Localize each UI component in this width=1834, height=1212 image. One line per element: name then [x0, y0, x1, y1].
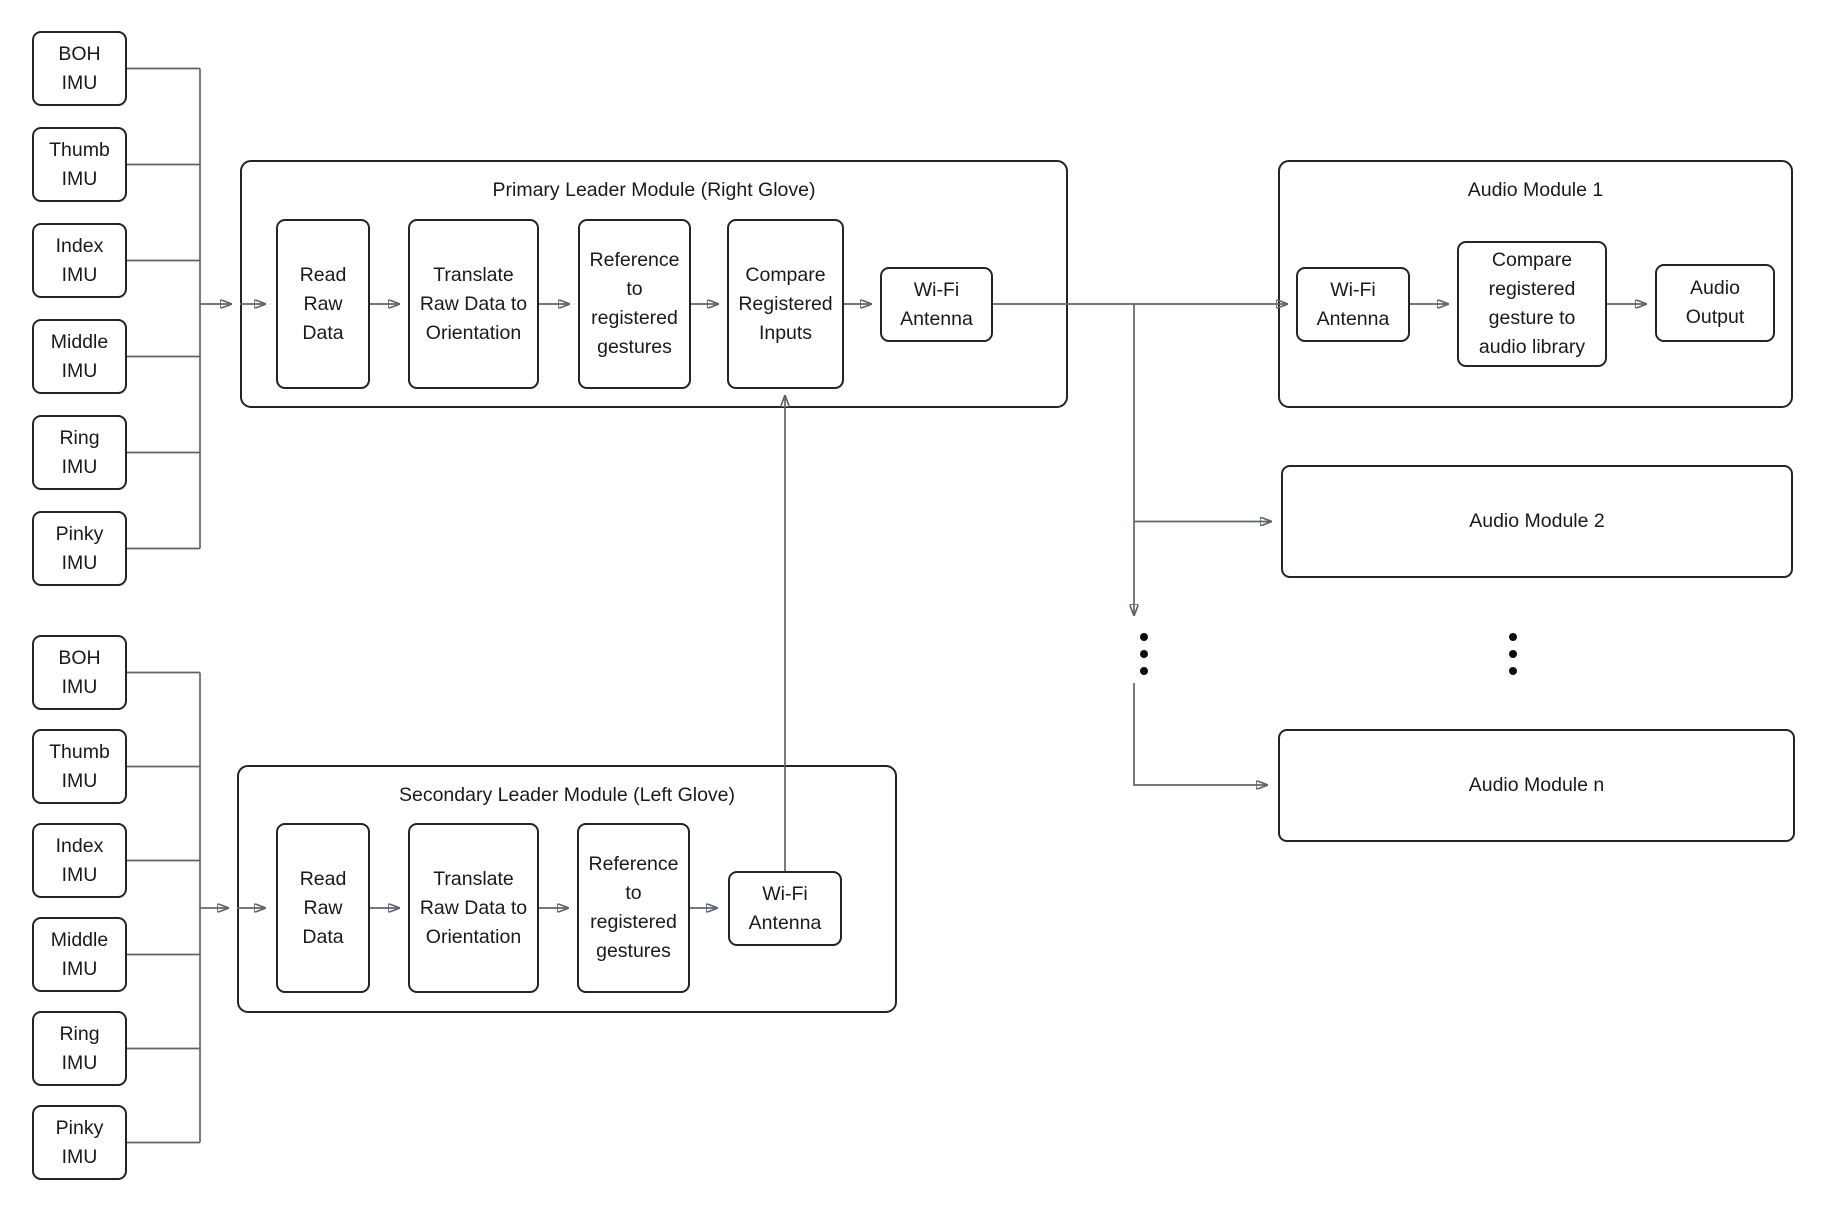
primary-leader-module: Primary Leader Module (Right Glove)	[240, 160, 1068, 408]
node-ring-imu-bottom: Ring IMU	[32, 1011, 127, 1086]
node-compare-gesture-audio: Compare registered gesture to audio libr…	[1457, 241, 1607, 367]
node-index-imu-top: Index IMU	[32, 223, 127, 298]
node-thumb-imu-top: Thumb IMU	[32, 127, 127, 202]
audio-module-1-title: Audio Module 1	[1467, 179, 1604, 201]
audio-module-n: Audio Module n	[1278, 729, 1795, 842]
ellipsis-left-dot	[1140, 650, 1148, 658]
node-pinky-imu-bottom: Pinky IMU	[32, 1105, 127, 1180]
node-boh-imu-top: BOH IMU	[32, 31, 127, 106]
arrow-to-audio-n	[1133, 683, 1266, 785]
node-index-imu-bottom: Index IMU	[32, 823, 127, 898]
secondary-leader-module: Secondary Leader Module (Left Glove)	[237, 765, 897, 1013]
node-wifi-antenna-audio1: Wi-Fi Antenna	[1296, 267, 1410, 342]
node-thumb-imu-bottom: Thumb IMU	[32, 729, 127, 804]
node-audio-output: Audio Output	[1655, 264, 1775, 342]
node-read-raw-data-primary: Read Raw Data	[276, 219, 370, 389]
audio-module-2: Audio Module 2	[1281, 465, 1793, 578]
node-middle-imu-bottom: Middle IMU	[32, 917, 127, 992]
node-wifi-antenna-secondary: Wi-Fi Antenna	[728, 871, 842, 946]
ellipsis-right-dot	[1509, 633, 1517, 641]
node-pinky-imu-top: Pinky IMU	[32, 511, 127, 586]
node-translate-secondary: Translate Raw Data to Orientation	[408, 823, 539, 993]
node-read-raw-data-secondary: Read Raw Data	[276, 823, 370, 993]
node-ring-imu-top: Ring IMU	[32, 415, 127, 490]
node-wifi-antenna-primary: Wi-Fi Antenna	[880, 267, 993, 342]
ellipsis-right-dot	[1509, 650, 1517, 658]
node-middle-imu-top: Middle IMU	[32, 319, 127, 394]
node-reference-primary: Reference to registered gestures	[578, 219, 691, 389]
node-compare-registered-inputs: Compare Registered Inputs	[727, 219, 844, 389]
ellipsis-left-dot	[1140, 667, 1148, 675]
node-translate-primary: Translate Raw Data to Orientation	[408, 219, 539, 389]
ellipsis-left-dot	[1140, 633, 1148, 641]
node-boh-imu-bottom: BOH IMU	[32, 635, 127, 710]
audio-module-1: Audio Module 1	[1278, 160, 1793, 408]
audio-module-n-title: Audio Module n	[1468, 774, 1605, 796]
secondary-module-title: Secondary Leader Module (Left Glove)	[398, 784, 736, 806]
ellipsis-right-dot	[1509, 667, 1517, 675]
node-reference-secondary: Reference to registered gestures	[577, 823, 690, 993]
primary-module-title: Primary Leader Module (Right Glove)	[492, 179, 816, 201]
audio-module-2-title: Audio Module 2	[1469, 510, 1605, 532]
